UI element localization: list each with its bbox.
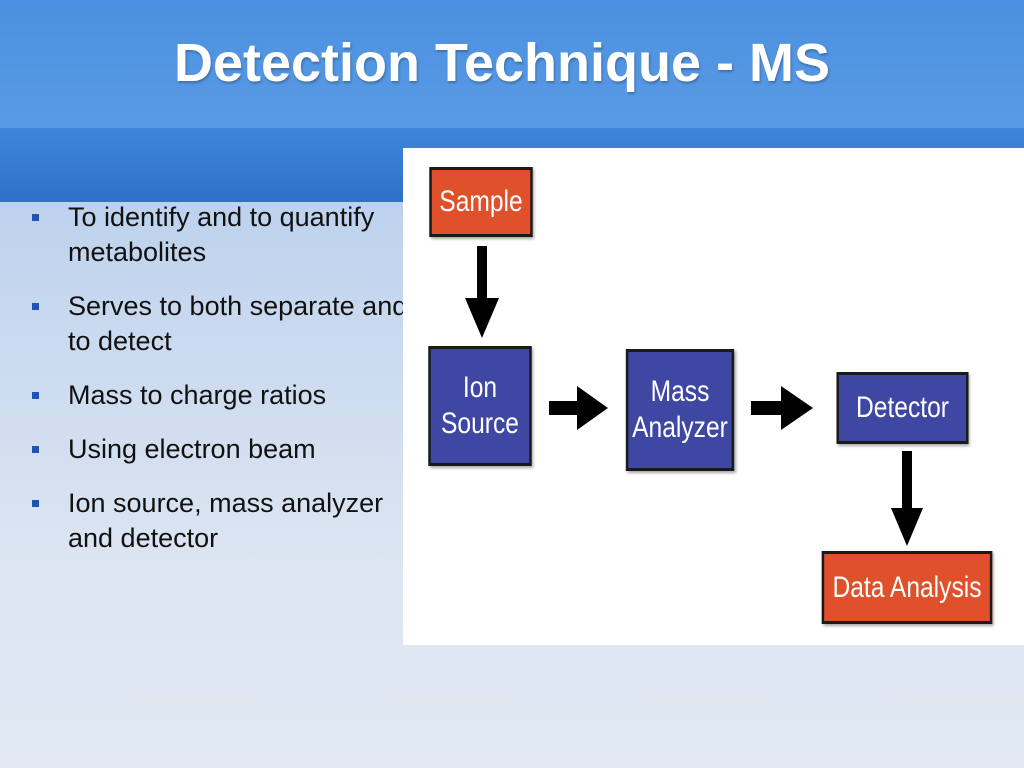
- node-data-analysis: Data Analysis: [821, 551, 993, 624]
- bullet-item: Serves to both separate and to detect: [28, 289, 408, 359]
- arrow-sample-to-ion-source: [465, 246, 499, 338]
- bullet-list: To identify and to quantify metabolites …: [28, 200, 408, 575]
- node-sample: Sample: [429, 167, 533, 237]
- node-ion-source-label-line1: Ion: [462, 371, 498, 404]
- square-bullet-icon: [32, 446, 39, 453]
- node-mass-analyzer: Mass Analyzer: [625, 349, 735, 471]
- ms-flow-diagram: Sample Ion Source Mass Analyzer Detector…: [403, 148, 1024, 645]
- bullet-text: To identify and to quantify metabolites: [68, 202, 375, 267]
- arrow-mass-analyzer-to-detector: [751, 386, 813, 430]
- bullet-text: Mass to charge ratios: [68, 380, 327, 410]
- node-detector: Detector: [836, 372, 969, 444]
- node-ion-source: Ion Source: [428, 346, 532, 466]
- square-bullet-icon: [32, 392, 39, 399]
- node-sample-label: Sample: [439, 185, 523, 218]
- bullet-item: Using electron beam: [28, 432, 408, 467]
- node-detector-label: Detector: [856, 391, 949, 424]
- bullet-item: Ion source, mass analyzer and detector: [28, 486, 408, 556]
- square-bullet-icon: [32, 214, 39, 221]
- bullet-text: Using electron beam: [68, 434, 316, 464]
- arrow-ion-source-to-mass-analyzer: [549, 386, 608, 430]
- arrow-detector-to-data-analysis: [891, 451, 923, 546]
- node-data-analysis-label: Data Analysis: [832, 570, 982, 604]
- bullet-text: Ion source, mass analyzer and detector: [68, 488, 384, 553]
- bullet-item: Mass to charge ratios: [28, 378, 408, 413]
- bullet-text: Serves to both separate and to detect: [68, 291, 408, 356]
- diagram-arrows: [465, 246, 923, 546]
- slide-title: Detection Technique - MS: [173, 33, 831, 93]
- node-mass-analyzer-label-line1: Mass: [650, 375, 710, 408]
- square-bullet-icon: [32, 303, 39, 310]
- node-mass-analyzer-label-line2: Analyzer: [632, 411, 728, 444]
- node-ion-source-label-line2: Source: [441, 407, 519, 440]
- title-bar: [0, 0, 1024, 129]
- square-bullet-icon: [32, 500, 39, 507]
- bullet-item: To identify and to quantify metabolites: [28, 200, 408, 270]
